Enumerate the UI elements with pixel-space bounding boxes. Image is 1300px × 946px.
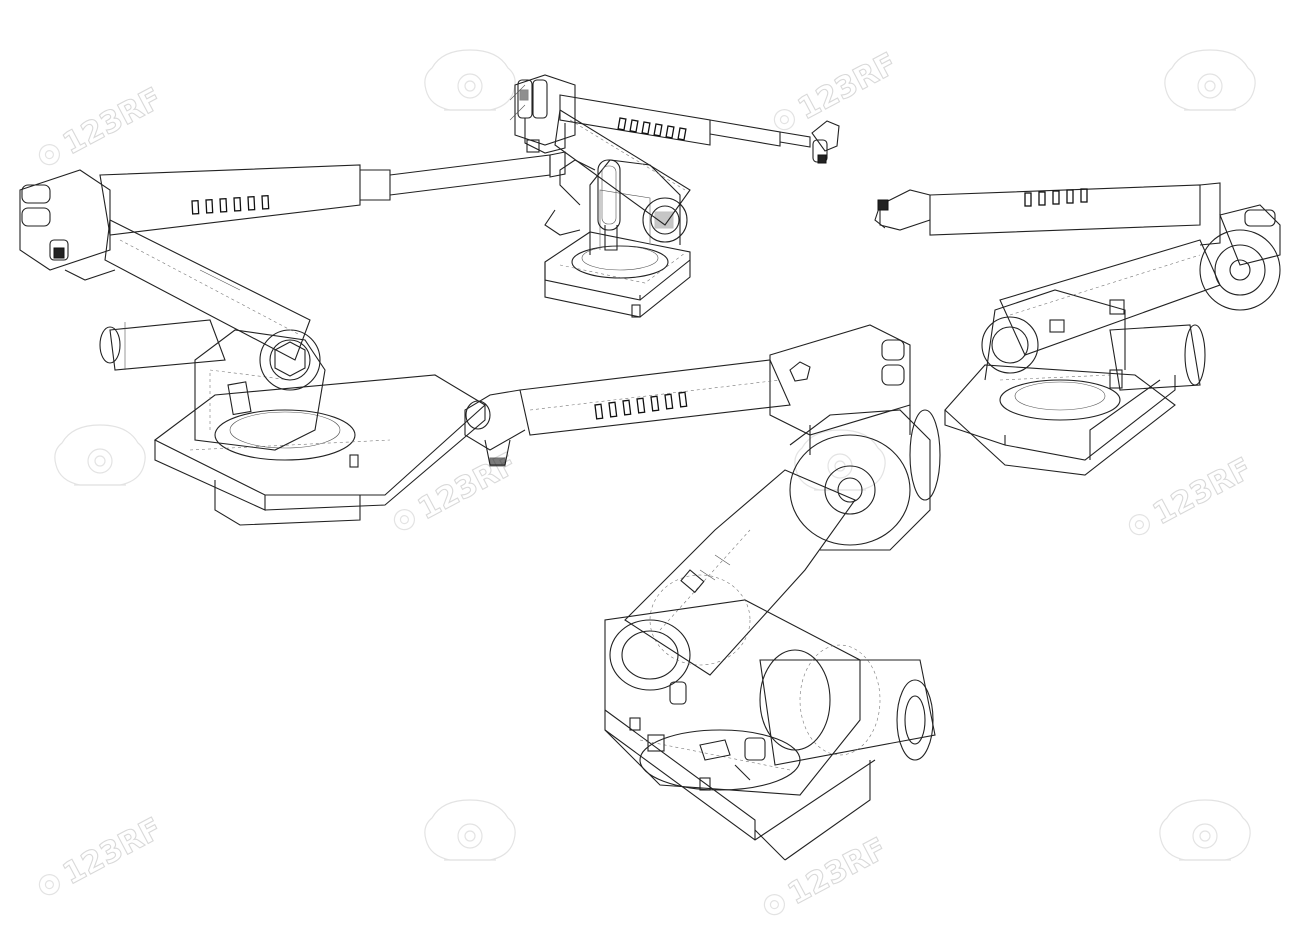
forearm-slots: [594, 391, 688, 420]
watermark-logo: 123RF: [760, 831, 893, 919]
watermark-layer: 123RF 123RF 123RF 123RF 123RF 123RF: [35, 46, 1258, 919]
robot-arm-top-center: [509, 74, 840, 318]
robot-arm-center-front: [464, 324, 941, 861]
watermark-logo: 123RF: [35, 81, 168, 169]
watermark-badge: [424, 799, 516, 861]
robot-arm-right: [874, 182, 1281, 476]
svg-text:123RF: 123RF: [1147, 451, 1257, 532]
svg-text:123RF: 123RF: [57, 81, 167, 162]
watermark-logo: 123RF: [770, 46, 903, 134]
watermark-badge: [424, 49, 516, 111]
watermark-badge: [54, 424, 146, 486]
watermark-logo: 123RF: [35, 811, 168, 899]
watermark-badge: [1164, 49, 1256, 111]
forearm-slots: [191, 195, 270, 215]
watermark-logo: 123RF: [1125, 451, 1258, 539]
forearm-slots: [1024, 188, 1088, 207]
svg-text:123RF: 123RF: [57, 811, 167, 892]
robot-arm-left: [19, 151, 566, 526]
svg-text:123RF: 123RF: [792, 46, 902, 127]
forearm-slots: [617, 117, 687, 141]
watermark-badge: [1159, 799, 1251, 861]
svg-text:123RF: 123RF: [782, 831, 892, 912]
